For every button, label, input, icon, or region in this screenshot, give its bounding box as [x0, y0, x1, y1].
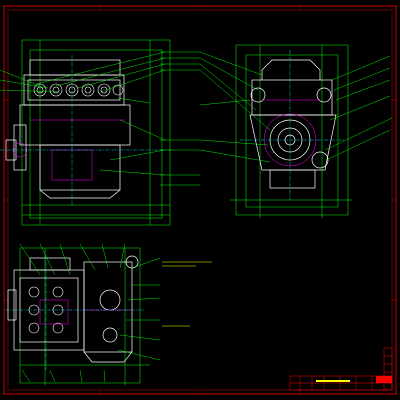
- front-view-centerlines: [0, 55, 175, 205]
- top-view-centerlines: [5, 255, 145, 370]
- front-view-engine-body: [5, 59, 131, 199]
- side-view-envelope: [230, 44, 352, 218]
- top-view-engine-body: [7, 255, 139, 363]
- side-view-centerlines: [240, 50, 345, 200]
- title-block[interactable]: [289, 347, 393, 391]
- title-block-grid: [289, 347, 393, 391]
- frame-ticks: [4, 6, 396, 394]
- front-view-envelope: [21, 39, 171, 226]
- front-view-leaders: [0, 51, 200, 186]
- title-block-name-cell: [376, 376, 392, 383]
- notes-block: [162, 261, 212, 327]
- side-view[interactable]: [199, 44, 393, 218]
- side-view-leaders: [199, 51, 393, 163]
- title-block-highlight: [316, 380, 350, 382]
- top-view-envelope: [19, 247, 150, 385]
- front-view[interactable]: [0, 39, 200, 226]
- side-view-hidden-lines: [262, 99, 320, 167]
- top-view-leaders: [19, 243, 161, 383]
- top-view-hidden-lines: [39, 299, 132, 325]
- front-view-cylinders: [33, 83, 124, 97]
- top-view[interactable]: [5, 243, 161, 385]
